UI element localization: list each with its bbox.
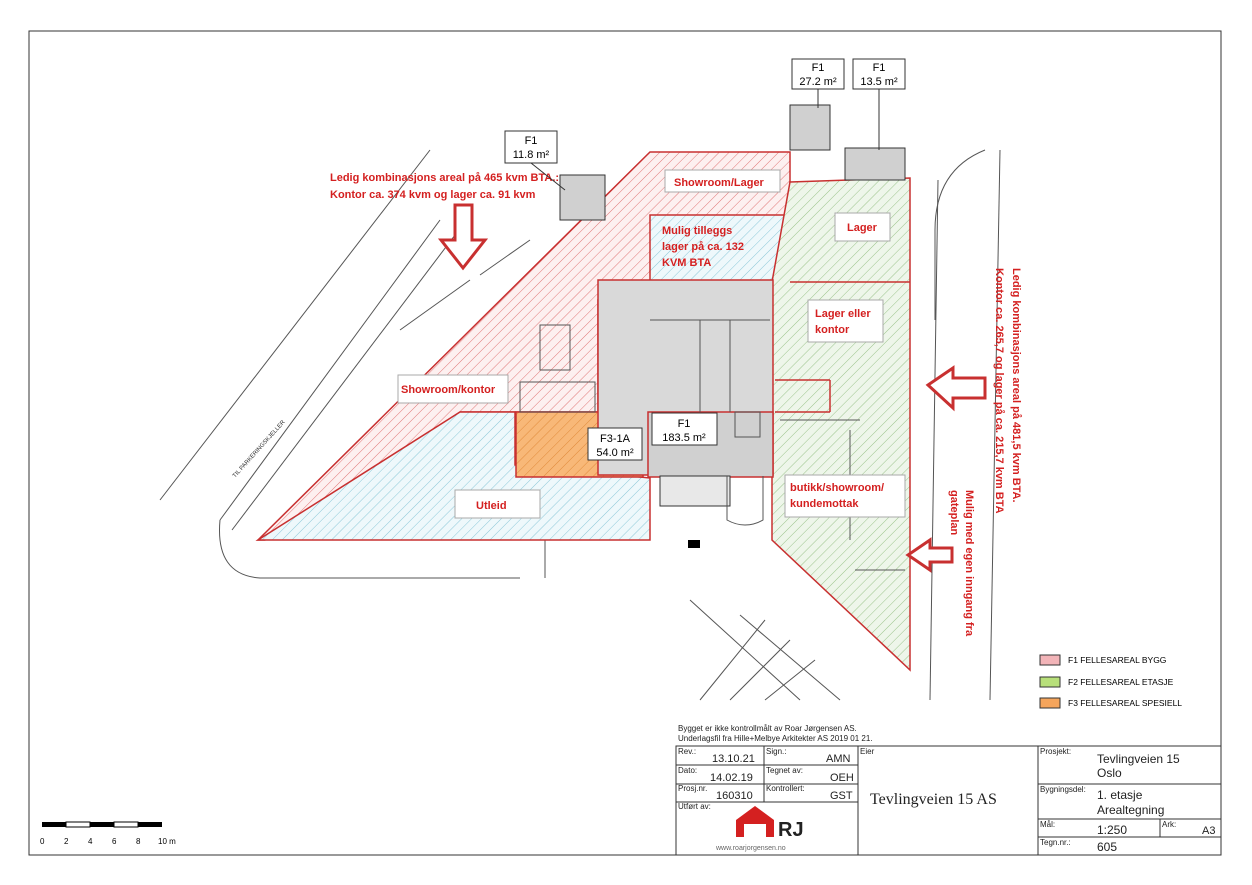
- arrow-down-icon: [437, 203, 489, 271]
- svg-text:160310: 160310: [716, 790, 753, 802]
- tb-note-line2: Underlagsfil fra Hille+Melbye Arkitekter…: [678, 734, 873, 743]
- room-lager: Lager: [847, 222, 878, 234]
- svg-text:54.0 m²: 54.0 m²: [596, 447, 634, 459]
- area-tag: F1 27.2 m²: [791, 58, 845, 108]
- company-logo: RJ www.roarjorgensen.no: [715, 806, 804, 852]
- room-butikk-line1: butikk/showroom/: [790, 482, 884, 494]
- svg-text:GST: GST: [830, 790, 853, 802]
- svg-text:Prosj.nr.: Prosj.nr.: [678, 784, 707, 793]
- street-label: TIL PARKERINGSKJELLER: [232, 419, 287, 479]
- svg-text:1:250: 1:250: [1097, 823, 1127, 837]
- tb-note-line1: Bygget er ikke kontrollmålt av Roar Jørg…: [678, 724, 857, 733]
- room-mulig-line3: KVM BTA: [662, 257, 711, 269]
- svg-text:8: 8: [136, 837, 141, 846]
- zone-green: [771, 177, 911, 672]
- svg-text:0: 0: [40, 837, 45, 846]
- svg-text:Sign.:: Sign.:: [766, 747, 786, 756]
- svg-text:6: 6: [112, 837, 117, 846]
- area-tag: F3-1A 54.0 m²: [587, 427, 643, 461]
- svg-text:F1: F1: [873, 62, 886, 74]
- room-lager-kontor-line1: Lager eller: [815, 308, 871, 320]
- svg-text:F3-1A: F3-1A: [600, 433, 631, 445]
- room-showroom-lager: Showroom/Lager: [674, 177, 765, 189]
- zone-stair-top: [844, 147, 906, 181]
- svg-text:Arealtegning: Arealtegning: [1097, 803, 1164, 817]
- svg-text:Mål:: Mål:: [1040, 820, 1055, 829]
- zone-stair-left: [559, 174, 606, 221]
- svg-text:Tegnet av:: Tegnet av:: [766, 766, 803, 775]
- zone-elev-top: [789, 104, 831, 151]
- svg-text:11.8 m²: 11.8 m²: [513, 149, 550, 161]
- room-mulig-line1: Mulig tilleggs: [662, 225, 732, 237]
- svg-text:Eier: Eier: [860, 747, 875, 756]
- arrow-left-icon: [925, 365, 987, 412]
- svg-text:Bygningsdel:: Bygningsdel:: [1040, 785, 1086, 794]
- svg-text:Tegn.nr.:: Tegn.nr.:: [1040, 838, 1071, 847]
- area-tag: F1 11.8 m²: [504, 130, 566, 191]
- svg-text:F1: F1: [678, 418, 691, 430]
- svg-text:A3: A3: [1202, 825, 1215, 837]
- svg-text:Ark:: Ark:: [1162, 820, 1176, 829]
- svg-text:13.5 m²: 13.5 m²: [860, 76, 898, 88]
- svg-text:Tevlingveien 15: Tevlingveien 15: [1097, 752, 1180, 766]
- left-note-line1: Ledig kombinasjons areal på 465 kvm BTA.…: [330, 172, 559, 184]
- title-block: Bygget er ikke kontrollmålt av Roar Jørg…: [675, 724, 1222, 856]
- svg-text:Dato:: Dato:: [678, 766, 697, 775]
- area-tags: F1 11.8 m² F1 27.2 m² F1 13.5 m² F1 183.…: [504, 58, 906, 461]
- entrance-note-line1: Mulig med egen inngang fra: [963, 490, 975, 637]
- entrance-note-line2: gateplan: [948, 490, 960, 536]
- svg-text:Rev.:: Rev.:: [678, 747, 696, 756]
- svg-text:OEH: OEH: [830, 772, 854, 784]
- svg-text:Oslo: Oslo: [1097, 766, 1122, 780]
- owner-name: Tevlingveien 15 AS: [870, 791, 997, 808]
- scale-bar: 0 2 4 6 8 10 m: [40, 821, 176, 846]
- area-tag: F1 13.5 m²: [852, 58, 906, 150]
- svg-text:27.2 m²: 27.2 m²: [799, 76, 837, 88]
- legend-f2: F2 FELLESAREAL ETASJE: [1068, 677, 1174, 687]
- legend-f1: F1 FELLESAREAL BYGG: [1068, 655, 1166, 665]
- svg-text:13.10.21: 13.10.21: [712, 753, 755, 765]
- svg-text:Kontrollert:: Kontrollert:: [766, 784, 805, 793]
- room-butikk-line2: kundemottak: [790, 498, 859, 510]
- svg-text:RJ: RJ: [778, 819, 804, 841]
- right-note-line2: Kontor ca. 265,7 og lager på ca. 215,7 k…: [993, 268, 1005, 514]
- room-lager-kontor-line2: kontor: [815, 324, 850, 336]
- svg-text:1. etasje: 1. etasje: [1097, 788, 1143, 802]
- right-note-line1: Ledig kombinasjons areal på 481,5 kvm BT…: [1010, 268, 1022, 503]
- svg-text:Prosjekt:: Prosjekt:: [1040, 747, 1071, 756]
- svg-text:4: 4: [88, 837, 93, 846]
- zone-bottom-core: [659, 475, 731, 507]
- svg-text:2: 2: [64, 837, 69, 846]
- interior-walls: [399, 239, 905, 571]
- room-showroom-kontor: Showroom/kontor: [401, 384, 496, 396]
- arrow-left-small-icon: [905, 537, 954, 573]
- room-utleid: Utleid: [476, 500, 507, 512]
- svg-text:183.5 m²: 183.5 m²: [662, 432, 706, 444]
- left-note-line2: Kontor ca. 374 kvm og lager ca. 91 kvm: [330, 189, 536, 201]
- svg-text:F1: F1: [812, 62, 825, 74]
- legend-f3: F3 FELLESAREAL SPESIELL: [1068, 698, 1182, 708]
- svg-text:Utført av:: Utført av:: [678, 802, 711, 811]
- svg-text:AMN: AMN: [826, 753, 851, 765]
- company-website: www.roarjorgensen.no: [715, 845, 786, 852]
- sheet-frame: [28, 30, 1222, 856]
- svg-text:14.02.19: 14.02.19: [710, 772, 753, 784]
- zone-utleid: [255, 411, 651, 541]
- svg-text:F1: F1: [525, 135, 538, 147]
- legend: F1 FELLESAREAL BYGG F2 FELLESAREAL ETASJ…: [1039, 654, 1182, 709]
- area-tag: F1 183.5 m²: [651, 412, 718, 446]
- svg-text:605: 605: [1097, 840, 1117, 854]
- room-labels: Showroom/Lager Mulig tilleggs lager på c…: [397, 169, 906, 519]
- room-mulig-line2: lager på ca. 132: [662, 241, 744, 253]
- svg-text:10 m: 10 m: [158, 837, 176, 846]
